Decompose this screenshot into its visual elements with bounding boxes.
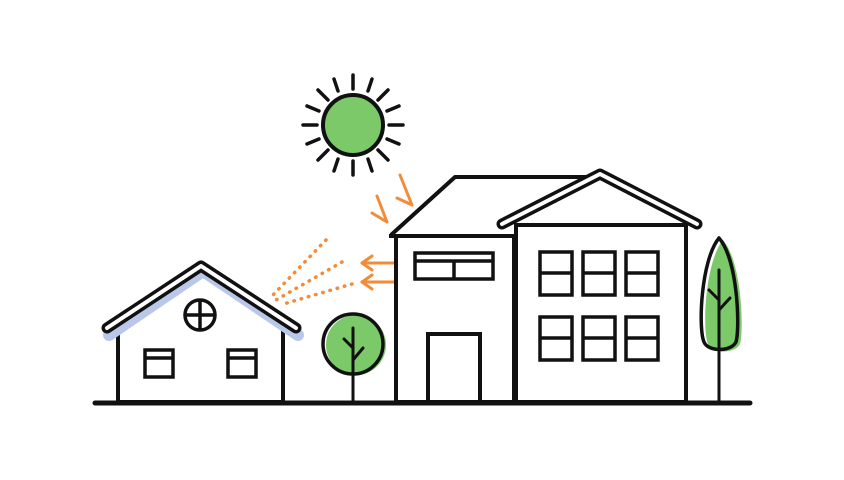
building-upper-window [413, 251, 495, 281]
sunlight-arrow-2 [395, 173, 414, 207]
round-tree-foliage [326, 315, 386, 375]
window-r2-c3 [624, 315, 660, 362]
scattered-light-icon [270, 238, 354, 307]
building-left-roof [389, 175, 590, 237]
small-house-walls [116, 330, 285, 404]
sunlight-arrows-icon [370, 173, 414, 224]
reflection-arrows-icon [360, 254, 396, 291]
sun-icon [301, 73, 405, 177]
small-house-window-right [226, 348, 258, 379]
building-right-roof-inner [500, 172, 699, 226]
sunlight-arrow-1 [370, 194, 389, 224]
sun-disc [321, 93, 385, 157]
window-r1-c2 [581, 250, 617, 297]
scatter-line-1 [270, 238, 328, 298]
small-house-icon [101, 260, 304, 404]
tall-tree-trunk [707, 268, 732, 404]
attic-round-window [183, 298, 217, 332]
building-window-grid [538, 250, 660, 362]
window-r1-c1 [538, 250, 574, 297]
small-house-roof-inner [105, 264, 298, 330]
window-r1-c3 [624, 250, 660, 297]
scatter-line-3 [278, 282, 354, 307]
scatter-line-2 [274, 260, 344, 302]
window-r2-c2 [581, 315, 617, 362]
reflection-arrow-2-head [360, 273, 374, 291]
round-tree-trunk [342, 326, 365, 404]
tall-building-icon [389, 168, 703, 404]
reflection-arrow-1-head [360, 254, 374, 272]
window-r2-c1 [538, 315, 574, 362]
building-door [426, 332, 482, 404]
small-house-window-left [143, 348, 175, 379]
tall-tree-icon [699, 236, 742, 404]
sun-rays [301, 73, 405, 177]
round-tree-icon [321, 312, 386, 404]
